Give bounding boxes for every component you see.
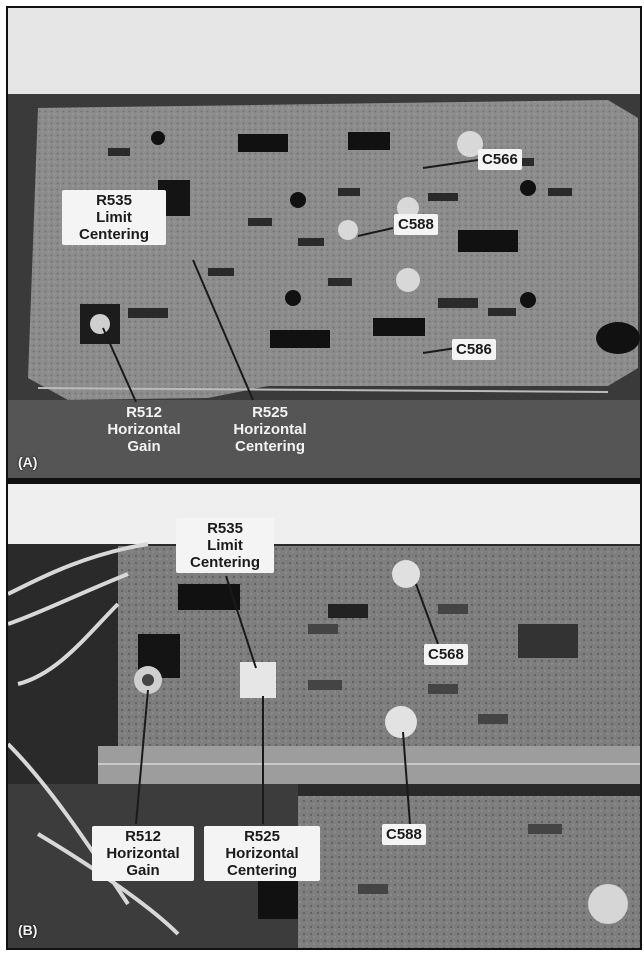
- label-c588: C588: [382, 824, 426, 845]
- label-line: Limit: [96, 209, 132, 226]
- label-line: Limit: [207, 537, 243, 554]
- label-line: R525: [244, 828, 280, 845]
- label-line: Gain: [126, 862, 160, 879]
- circuit-board-photo-a: [8, 8, 640, 478]
- panel-a-tag: (A): [18, 454, 38, 470]
- panel-a-photo: R535 Limit Centering C566 C588 C586 R512…: [8, 8, 640, 478]
- label-r525-horizontal-centering: R525 Horizontal Centering: [204, 826, 320, 881]
- label-line: Horizontal: [107, 421, 181, 438]
- label-r535-limit-centering: R535 Limit Centering: [62, 190, 166, 245]
- label-line: Centering: [234, 438, 305, 455]
- label-line: Centering: [78, 226, 149, 243]
- label-line: Centering: [189, 554, 260, 571]
- figure-frame: R535 Limit Centering C566 C588 C586 R512…: [6, 6, 642, 950]
- label-line: R512: [126, 404, 162, 421]
- label-line: R535: [207, 520, 243, 537]
- label-line: R535: [96, 192, 132, 209]
- label-line: Centering: [226, 862, 297, 879]
- label-c586: C586: [452, 339, 496, 360]
- panel-divider: [8, 478, 640, 484]
- label-line: R512: [125, 828, 161, 845]
- panel-b-tag: (B): [18, 922, 38, 938]
- label-r525-horizontal-centering: R525 Horizontal Centering: [214, 402, 326, 457]
- label-line: Horizontal: [233, 421, 307, 438]
- circuit-board-photo-b: [8, 484, 640, 948]
- label-c588: C588: [394, 214, 438, 235]
- label-line: Horizontal: [225, 845, 299, 862]
- label-r512-horizontal-gain: R512 Horizontal Gain: [92, 826, 194, 881]
- label-line: Gain: [127, 438, 161, 455]
- label-c568: C568: [424, 644, 468, 665]
- label-c566: C566: [478, 149, 522, 170]
- label-line: Horizontal: [106, 845, 180, 862]
- panel-b-photo: R535 Limit Centering C568 C588 R512 Hori…: [8, 484, 640, 948]
- label-r535-limit-centering: R535 Limit Centering: [176, 518, 274, 573]
- label-line: R525: [252, 404, 288, 421]
- label-r512-horizontal-gain: R512 Horizontal Gain: [88, 402, 200, 457]
